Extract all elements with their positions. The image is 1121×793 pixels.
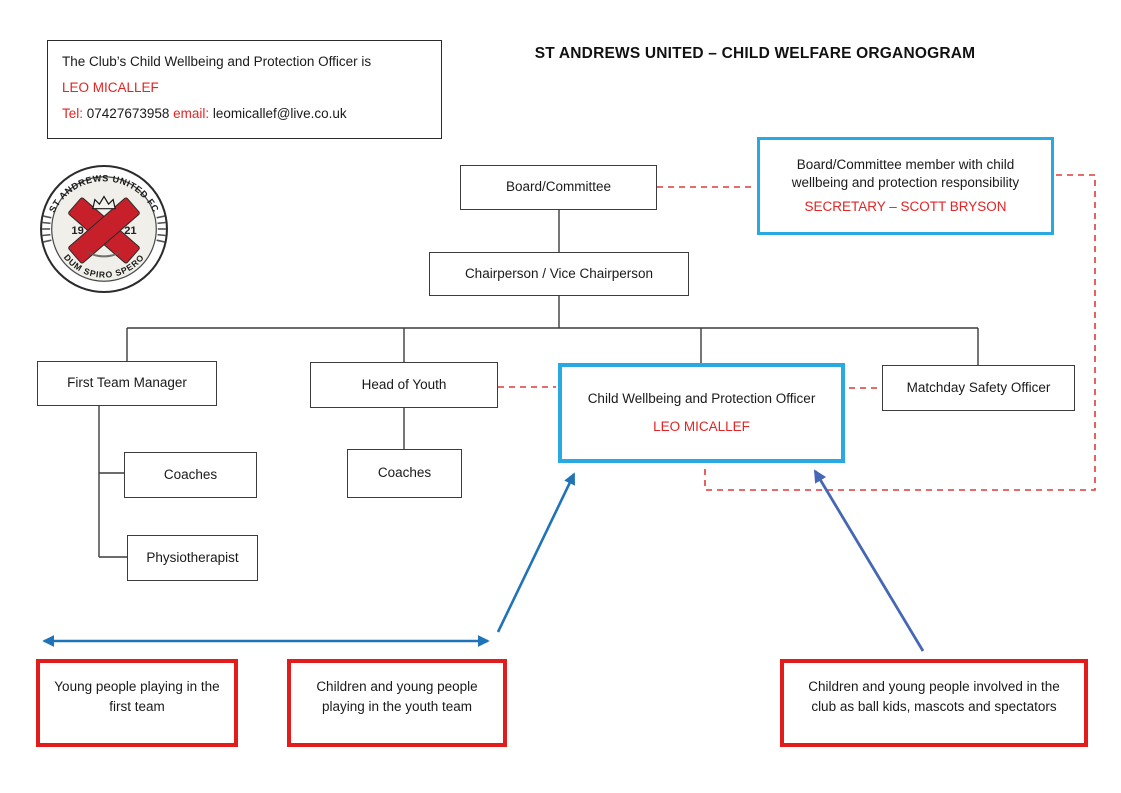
secretary-card-text: Board/Committee member with child wellbe… bbox=[791, 157, 1020, 190]
youth-coaches-box: Coaches bbox=[347, 449, 462, 498]
secretary-name: SECRETARY – SCOTT BRYSON bbox=[804, 199, 1007, 215]
first-team-manager-box: First Team Manager bbox=[37, 361, 217, 406]
crest-pier-art bbox=[85, 250, 123, 258]
group-youth-team-box: Children and young people playing in the… bbox=[287, 659, 507, 747]
head-of-youth-box: Head of Youth bbox=[310, 362, 498, 408]
spectators-to-cwpo-arrow bbox=[813, 469, 925, 652]
contact-card-intro: The Club’s Child Wellbeing and Protectio… bbox=[62, 54, 372, 69]
contact-card: The Club’s Child Wellbeing and Protectio… bbox=[47, 40, 442, 139]
first-team-coaches-label: Coaches bbox=[163, 466, 218, 482]
tel-value: 07427673958 bbox=[86, 106, 170, 122]
board-committee-box: Board/Committee bbox=[460, 165, 657, 210]
chairperson-label: Chairperson / Vice Chairperson bbox=[464, 265, 654, 281]
page-title: ST ANDREWS UNITED – CHILD WELFARE ORGANO… bbox=[534, 45, 976, 62]
physiotherapist-label: Physiotherapist bbox=[146, 549, 239, 565]
cwpo-title: Child Wellbeing and Protection Officer bbox=[587, 391, 816, 407]
club-crest-logo: ST ANDREWS UNITED FC DUM SPIRO SPERO 19 … bbox=[40, 165, 168, 293]
email-value[interactable]: leomicallef@live.co.uk bbox=[212, 106, 347, 122]
head-of-youth-label: Head of Youth bbox=[361, 376, 447, 392]
group-first-team-box: Young people playing in the first team bbox=[36, 659, 238, 747]
child-wellbeing-officer-box: Child Wellbeing and Protection Officer L… bbox=[558, 363, 845, 463]
youth-to-cwpo-arrow bbox=[496, 472, 576, 633]
group-youth-team-label: Children and young people playing in the… bbox=[316, 679, 478, 714]
group-club-other-label: Children and young people involved in th… bbox=[808, 679, 1060, 714]
board-committee-label: Board/Committee bbox=[505, 179, 612, 195]
youth-coaches-label: Coaches bbox=[377, 465, 432, 481]
chairperson-box: Chairperson / Vice Chairperson bbox=[429, 252, 689, 296]
crest-year-left: 19 bbox=[71, 225, 83, 237]
tel-label: Tel: bbox=[62, 106, 84, 122]
contact-officer-name: LEO MICALLEF bbox=[62, 80, 159, 96]
crest-hatch-marks bbox=[42, 215, 166, 243]
group-first-team-label: Young people playing in the first team bbox=[54, 679, 220, 714]
group-club-other-box: Children and young people involved in th… bbox=[780, 659, 1088, 747]
crest-saltire-x bbox=[68, 197, 140, 264]
crest-year-right: 21 bbox=[124, 225, 136, 237]
email-label: email: bbox=[173, 106, 210, 122]
first-team-coaches-box: Coaches bbox=[124, 452, 257, 498]
matchday-safety-officer-box: Matchday Safety Officer bbox=[882, 365, 1075, 411]
first-team-manager-label: First Team Manager bbox=[67, 375, 187, 391]
secretary-card: Board/Committee member with child wellbe… bbox=[757, 137, 1054, 235]
contact-details: Tel: 07427673958 email: leomicallef@live… bbox=[62, 106, 427, 122]
physiotherapist-box: Physiotherapist bbox=[127, 535, 258, 581]
cwpo-name: LEO MICALLEF bbox=[653, 419, 750, 434]
matchday-safety-officer-label: Matchday Safety Officer bbox=[906, 379, 1051, 395]
crest-crown bbox=[92, 195, 116, 210]
